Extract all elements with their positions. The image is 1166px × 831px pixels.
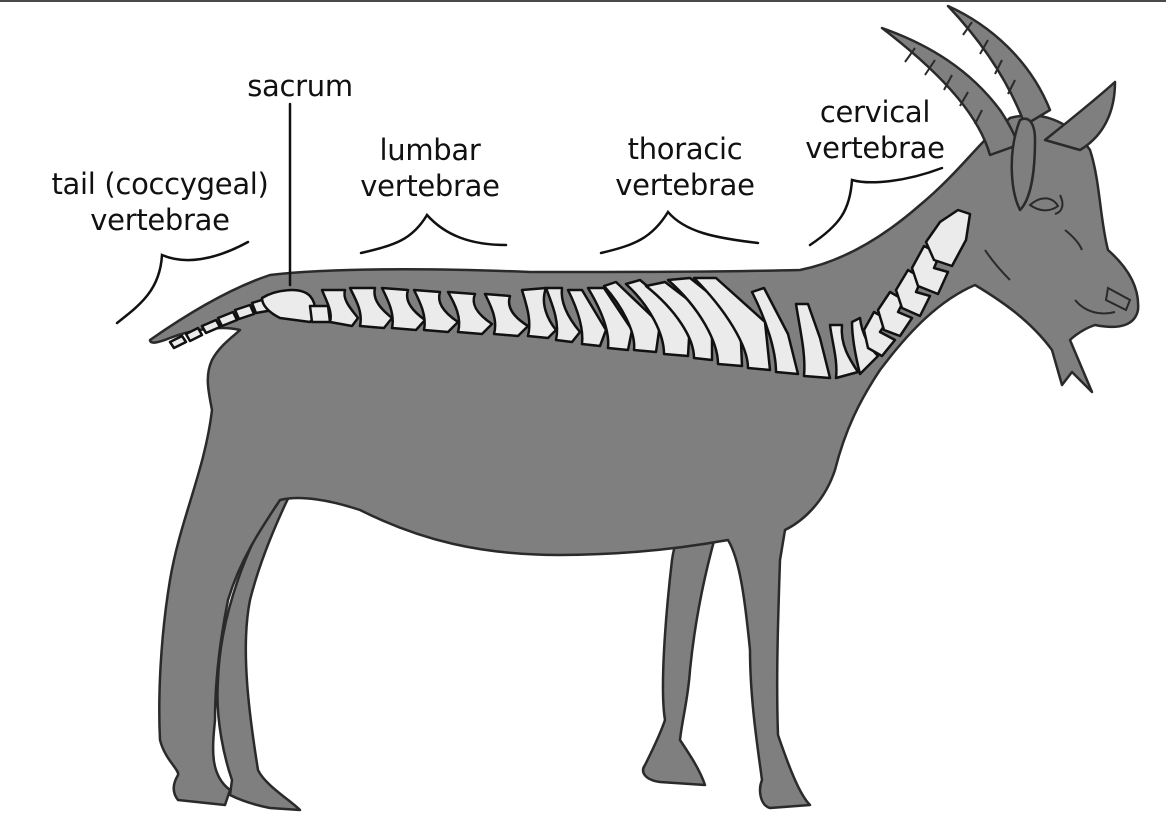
leader-lines [115,102,944,325]
horn-ridges [904,21,1016,125]
horn-back [880,26,1020,157]
eye-icon [1028,197,1060,212]
ear [1043,80,1117,152]
label-cervical-line1: cervical [819,95,931,129]
ear-front [1010,117,1037,212]
label-tail-line2: vertebrae [90,203,230,237]
label-tail-line1: tail (coccygeal) [51,167,269,201]
cervical-bracket [808,166,944,247]
thoracic-bracket [599,209,760,255]
label-thoracic-vertebrae: thoracic vertebrae [605,131,765,203]
face-details [984,194,1132,315]
lumbar-vertebrae [320,286,530,338]
label-cervical-line2: vertebrae [805,131,945,165]
label-tail-vertebrae: tail (coccygeal) vertebrae [40,166,280,238]
label-thoracic-line2: vertebrae [615,168,755,202]
label-sacrum-line1: sacrum [247,69,353,103]
tail-bracket [115,240,250,325]
label-sacrum: sacrum [240,68,360,104]
cervical-vertebrae [828,208,972,380]
top-border [0,0,1166,2]
thoracic-vertebrae [520,276,832,380]
label-thoracic-line1: thoracic [627,132,743,166]
vertebral-column [168,208,972,380]
mouth-icon [1074,299,1116,315]
nostril-icon [1104,286,1132,312]
goat-body [148,114,1140,812]
label-lumbar-line2: vertebrae [360,169,500,203]
label-lumbar-line1: lumbar [379,133,481,167]
label-lumbar-vertebrae: lumbar vertebrae [355,132,505,204]
lumbar-bracket [359,212,508,255]
label-cervical-vertebrae: cervical vertebrae [795,94,955,166]
